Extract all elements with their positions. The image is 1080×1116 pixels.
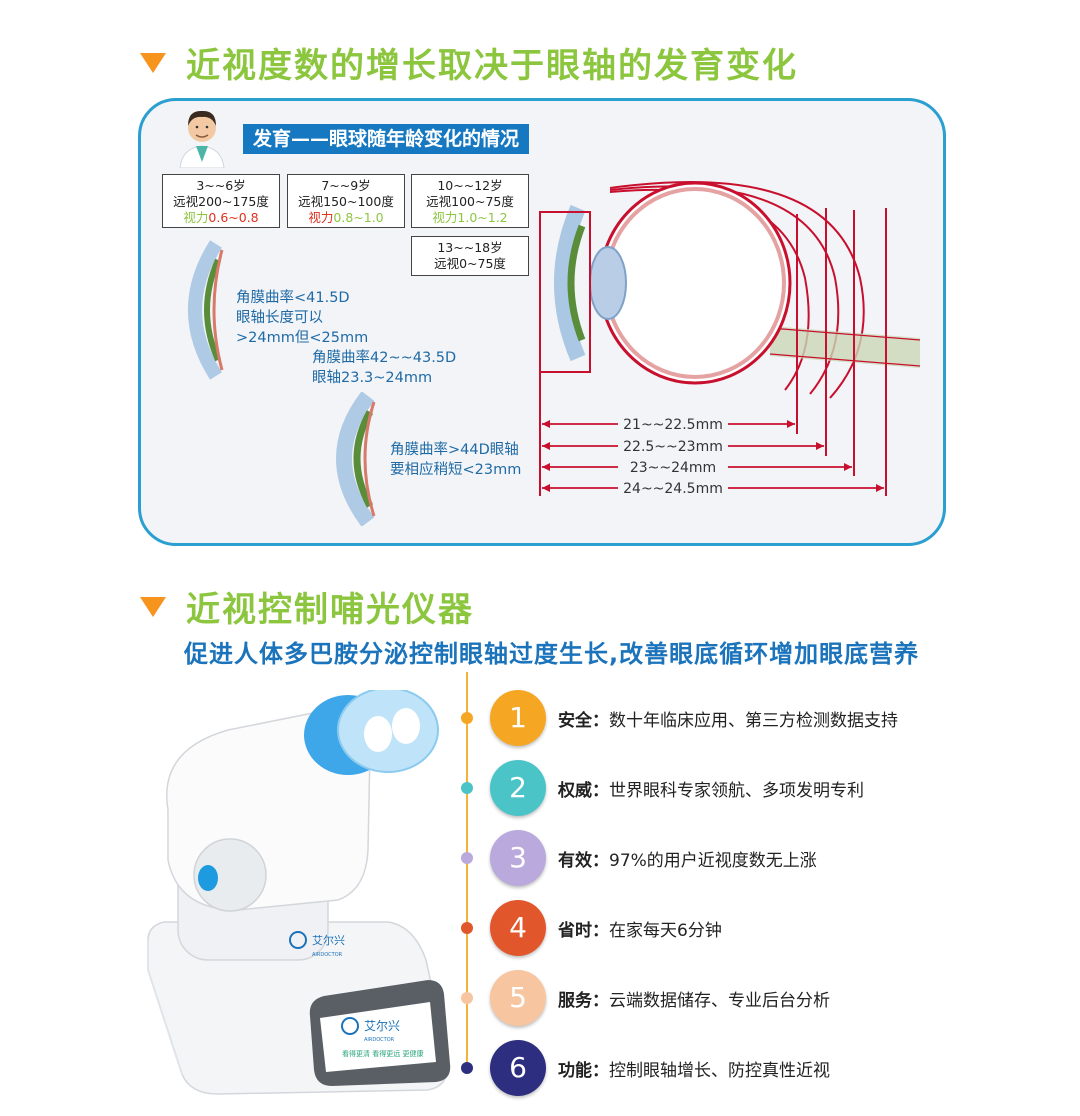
feature-text: 世界眼科专家领航、多项发明专利 [609, 781, 864, 801]
feature-text: 数十年临床应用、第三方检测数据支持 [609, 711, 898, 731]
screen-brand-text: 艾尔兴 [364, 1018, 400, 1033]
far-sight-label: 远视0~75度 [434, 256, 506, 271]
note-line: 眼轴23.3~24mm [312, 370, 433, 386]
dimension-1: 21~~22.5mm [542, 414, 795, 433]
section-title-2-text: 近视控制哺光仪器 [186, 590, 474, 630]
section-subtitle: 促进人体多巴胺分泌控制眼轴过度生长,改善眼底循环增加眼底营养 [184, 640, 920, 668]
feature-label: 有效 [558, 851, 592, 871]
timeline-dot [461, 1062, 473, 1074]
device-screen [320, 1002, 436, 1072]
doctor-avatar-icon [179, 110, 225, 168]
vision-value: 0.8~1.0 [333, 210, 384, 225]
feature-number-badge: 6 [490, 1040, 546, 1096]
note-line: 角膜曲率>44D眼轴 [390, 442, 519, 458]
vision-value: 0.6~0.8 [208, 210, 259, 225]
feature-separator: ： [592, 991, 609, 1011]
feature-item: 有效：97%的用户近视度数无上涨 [558, 846, 817, 871]
development-banner: 发育——眼球随年龄变化的情况 [243, 124, 530, 154]
timeline-dot [461, 992, 473, 1004]
feature-item: 功能：控制眼轴增长、防控真性近视 [558, 1056, 830, 1081]
age-box-3-6: 3~~6岁 远视200~175度 视力0.6~0.8 [162, 174, 280, 228]
feature-number-badge: 5 [490, 970, 546, 1026]
feature-number-badge: 4 [490, 900, 546, 956]
feature-item: 安全：数十年临床应用、第三方检测数据支持 [558, 706, 898, 731]
device-illustration: 艾尔兴 AIRDOCTOR 艾尔兴 AIRDOCTOR 看得更清 看得更远 更健… [147, 690, 451, 1095]
feature-separator: ： [592, 1061, 609, 1081]
far-sight-label: 远视200~175度 [173, 194, 269, 209]
vision-label: 视力 [432, 210, 458, 225]
dimension-4: 24~~24.5mm [542, 478, 884, 497]
age-label: 10~~12岁 [437, 178, 503, 193]
vision-value: 1.0~1.2 [457, 210, 508, 225]
far-sight-label: 远视150~100度 [298, 194, 394, 209]
feature-separator: ： [592, 851, 609, 871]
dimension-label: 21~~22.5mm [623, 417, 723, 433]
feature-number-badge: 3 [490, 830, 546, 886]
vision-label: 视力 [308, 210, 334, 225]
note-1: 角膜曲率<41.5D 眼轴长度可以 >24mm但<25mm [236, 288, 368, 348]
timeline-dot [461, 712, 473, 724]
feature-text: 97%的用户近视度数无上涨 [609, 851, 817, 871]
device-logo: 艾尔兴 AIRDOCTOR [289, 931, 345, 958]
cornea-illustration-1 [188, 240, 224, 380]
device-brand-text: 艾尔兴 [312, 934, 345, 947]
note-3: 角膜曲率>44D眼轴 要相应稍短<23mm [390, 440, 521, 480]
power-button-icon [198, 865, 218, 891]
cornea-illustration-2 [336, 392, 376, 526]
far-sight-label: 远视100~75度 [426, 194, 514, 209]
age-box-7-9: 7~~9岁 远视150~100度 视力0.8~1.0 [287, 174, 405, 228]
note-line: 要相应稍短<23mm [390, 462, 522, 478]
dimension-label: 23~~24mm [630, 460, 716, 476]
timeline-dot [461, 782, 473, 794]
cornea [554, 204, 586, 362]
vision-label: 视力 [183, 210, 209, 225]
feature-separator: ： [592, 921, 609, 941]
feature-timeline [466, 672, 468, 1072]
feature-separator: ： [592, 711, 609, 731]
dimension-3: 23~~24mm [542, 457, 852, 476]
feature-item: 权威：世界眼科专家领航、多项发明专利 [558, 776, 864, 801]
feature-label: 功能 [558, 1061, 592, 1081]
screen-caption: 看得更清 看得更远 更健康 [342, 1049, 423, 1058]
age-label: 13~~18岁 [437, 240, 503, 255]
triangle-bullet-icon [140, 596, 166, 617]
note-line: 角膜曲率<41.5D [236, 290, 350, 306]
feature-label: 省时 [558, 921, 592, 941]
section-title-2: 近视控制哺光仪器 [140, 582, 474, 631]
section-title-1: 近视度数的增长取决于眼轴的发育变化 [140, 38, 798, 87]
age-label: 7~~9岁 [321, 178, 371, 193]
feature-separator: ： [592, 781, 609, 801]
feature-label: 安全 [558, 711, 592, 731]
feature-label: 服务 [558, 991, 592, 1011]
note-line: 角膜曲率42~~43.5D [312, 350, 457, 366]
feature-number-badge: 2 [490, 760, 546, 816]
eye-development-panel [138, 98, 946, 546]
eyeball [598, 181, 792, 385]
note-line: >24mm但<25mm [236, 330, 369, 346]
dimension-label: 22.5~~23mm [623, 439, 723, 455]
feature-label: 权威 [558, 781, 592, 801]
age-label: 3~~6岁 [196, 178, 246, 193]
feature-text: 控制眼轴增长、防控真性近视 [609, 1061, 830, 1081]
timeline-dot [461, 852, 473, 864]
feature-text: 云端数据储存、专业后台分析 [609, 991, 830, 1011]
eye-axis-diagram: 21~~22.5mm 22.5~~23mm 23~~24mm 24~~24.5m… [539, 181, 921, 497]
feature-text: 在家每天6分钟 [609, 921, 722, 941]
age-box-10-12: 10~~12岁 远视100~75度 视力1.0~1.2 [411, 174, 529, 228]
triangle-bullet-icon [140, 52, 166, 73]
lens [589, 246, 627, 320]
note-line: 眼轴长度可以 [236, 310, 323, 326]
device-brand-sub: AIRDOCTOR [312, 952, 343, 958]
age-box-13-18: 13~~18岁 远视0~75度 [411, 236, 529, 276]
timeline-dot [461, 922, 473, 934]
note-2: 角膜曲率42~~43.5D 眼轴23.3~24mm [312, 348, 456, 388]
dimension-label: 24~~24.5mm [623, 481, 723, 497]
feature-number-badge: 1 [490, 690, 546, 746]
screen-brand-sub: AIRDOCTOR [364, 1037, 395, 1043]
feature-item: 省时：在家每天6分钟 [558, 916, 722, 941]
section-title-1-text: 近视度数的增长取决于眼轴的发育变化 [186, 46, 798, 86]
feature-item: 服务：云端数据储存、专业后台分析 [558, 986, 830, 1011]
dimension-2: 22.5~~23mm [542, 436, 824, 455]
